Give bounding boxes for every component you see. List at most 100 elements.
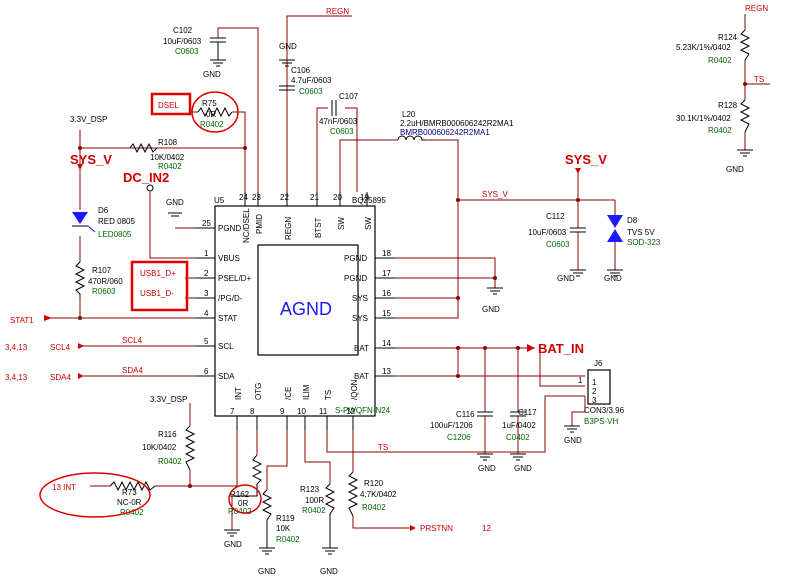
net-ts-right: TS: [754, 75, 764, 84]
net-prstnn-num: 12: [482, 524, 491, 533]
net-bat-in: BAT_IN: [538, 341, 584, 356]
j6-pin-3: 3: [592, 396, 597, 405]
r162-circle: [228, 484, 262, 514]
r75-pkg: R0402: [200, 120, 224, 129]
usb-box: [130, 260, 189, 312]
r107-pkg: R0603: [92, 287, 116, 296]
c116-pkg: C1206: [447, 433, 471, 442]
pin-num-12: 12: [346, 407, 355, 416]
chip-ref: U5: [214, 196, 225, 205]
r162-pkg: R0402: [228, 507, 252, 516]
r128-ref: R128: [718, 101, 738, 110]
net-scl4: SCL4: [122, 336, 143, 345]
chip-part: BQ25895: [352, 196, 386, 205]
gnd-r128: GND: [726, 165, 744, 174]
c106-val: 4.7uF/0603: [291, 76, 332, 85]
r107-ref: R107: [92, 266, 112, 275]
gnd-c117: GND: [514, 464, 532, 473]
gnd-r123: GND: [320, 567, 338, 576]
r162-ref: R162: [230, 490, 250, 499]
r108-pkg: R0402: [158, 162, 182, 171]
wires: [48, 14, 770, 530]
d8-ref: D8: [627, 216, 638, 225]
pin-num-5: 5: [204, 337, 209, 346]
pin-name-9: /CE: [284, 387, 293, 400]
pin-name-19: SW: [364, 217, 373, 230]
pin-name-23: PMID: [255, 214, 264, 234]
gnd-c116: GND: [478, 464, 496, 473]
pin-name-8: OTG: [254, 383, 263, 400]
pin-num-23: 23: [252, 193, 261, 202]
r123-ref: R123: [300, 485, 320, 494]
pin-num-25: 25: [202, 219, 211, 228]
l20-pkg: BMRB000606242R2MA1: [400, 128, 490, 137]
pin-num-13: 13: [382, 367, 391, 376]
grounds: GND GND GND GND GND GND GND GND GND GND …: [166, 42, 753, 576]
pin-num-15: 15: [382, 309, 391, 318]
pin-name-12: /QON: [350, 379, 359, 400]
r128-pkg: R0402: [708, 126, 732, 135]
c112-ref: C112: [546, 212, 565, 221]
net-scl4-left: SCL4: [50, 343, 71, 352]
net-sheets-sda: 3,4,13: [5, 373, 28, 382]
pin-num-7: 7: [230, 407, 235, 416]
gnd-r119: GND: [258, 567, 276, 576]
c102-val: 10uF/0603: [163, 37, 202, 46]
r116-ref: R116: [158, 430, 177, 439]
net-3v3-top: 3.3V_DSP: [70, 115, 107, 124]
r73-ref: R73: [122, 488, 137, 497]
d6-pkg: LED0805: [98, 230, 132, 239]
j6-val: CON3/3.96: [584, 406, 625, 415]
pin-name-4: STAT: [218, 314, 237, 323]
net-int: 13 INT: [52, 483, 76, 492]
gnd-d8: GND: [604, 274, 622, 283]
c102-ref: C102: [173, 26, 193, 35]
net-sda4: SDA4: [122, 366, 143, 375]
j6-pin-1: 1: [578, 376, 583, 385]
r162-val: 0R: [238, 499, 248, 508]
dsel-label: DSEL: [158, 101, 179, 110]
r73-val: NC-0R: [117, 498, 142, 507]
pin-num-20: 20: [333, 193, 342, 202]
pin-num-2: 2: [204, 269, 209, 278]
j6-ref: J6: [594, 359, 603, 368]
j6-pin-2: 2: [592, 387, 597, 396]
pin-num-4: 4: [204, 309, 209, 318]
pin-name-15: SYS: [352, 314, 368, 323]
c116-ref: C116: [456, 410, 475, 419]
pin-num-10: 10: [297, 407, 306, 416]
gnd-r162: GND: [224, 540, 242, 549]
c117-val: 1uF/0402: [502, 421, 536, 430]
pin-name-21: BTST: [314, 217, 323, 238]
d6-ref: D6: [98, 206, 109, 215]
pin-name-20: SW: [337, 217, 346, 230]
c117-pkg: C0402: [506, 433, 530, 442]
pin-num-16: 16: [382, 289, 391, 298]
r120-val: 4.7K/0402: [360, 490, 397, 499]
gnd-pgnd-right: GND: [482, 305, 500, 314]
pin-name-14: BAT: [354, 344, 369, 353]
d6-val: RED 0805: [98, 217, 135, 226]
c116-val: 100uF/1206: [430, 421, 473, 430]
pin-name-11: TS: [324, 390, 333, 400]
pin-name-18: PGND: [344, 254, 367, 263]
gnd-pgnd: GND: [166, 198, 184, 207]
pin-name-10: ILIM: [302, 384, 311, 400]
gnd-c112: GND: [557, 274, 575, 283]
pin-num-8: 8: [250, 407, 255, 416]
net-sheets-scl: 3,4,13: [5, 343, 28, 352]
c102-pkg: C0603: [175, 47, 199, 56]
pin-num-14: 14: [382, 339, 391, 348]
c107-val: 47nF/0603: [319, 117, 358, 126]
dsel-box: [150, 92, 192, 116]
net-prstnn: PRSTNN: [420, 524, 453, 533]
r108-val: 10K/0402: [150, 153, 185, 162]
pin-name-13: BAT: [354, 372, 369, 381]
c107-pkg: C0603: [330, 127, 354, 136]
l20-ref: L20: [402, 110, 416, 119]
c112-val: 10uF/0603: [528, 228, 567, 237]
pin-name-24: NC/DSEL: [242, 208, 251, 243]
pin-num-11: 11: [319, 407, 328, 416]
